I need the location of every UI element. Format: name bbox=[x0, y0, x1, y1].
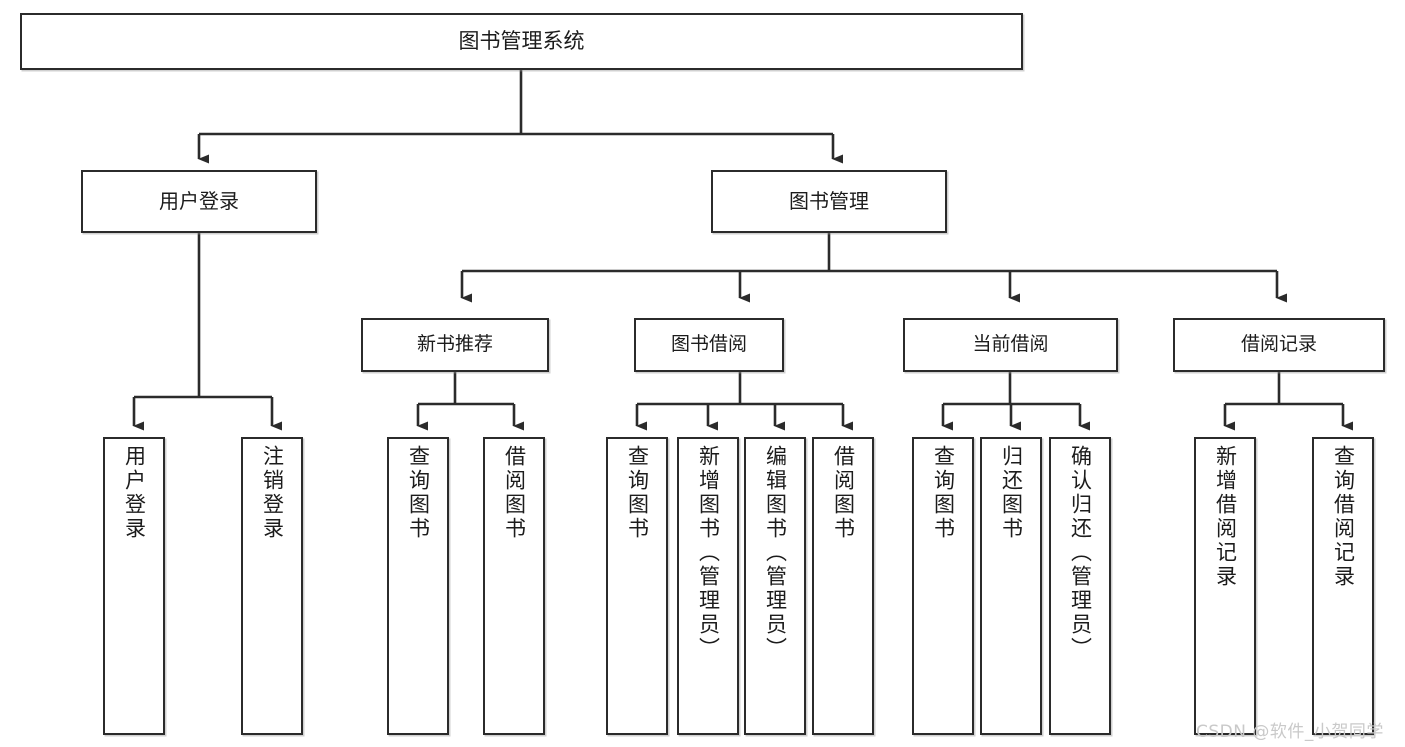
node-label: 查询图书 bbox=[406, 445, 431, 541]
node-label: 新增图书（管理员） bbox=[696, 445, 721, 661]
node-book-borrow[interactable]: 图书借阅 bbox=[634, 318, 784, 372]
node-user-login[interactable]: 用户登录 bbox=[81, 170, 317, 233]
leaf-record-add-record[interactable]: 新增借阅记录 bbox=[1194, 437, 1256, 735]
leaf-current-query-book[interactable]: 查询图书 bbox=[912, 437, 974, 735]
node-label: 图书管理系统 bbox=[458, 29, 585, 54]
node-label: 用户登录 bbox=[122, 445, 147, 541]
leaf-record-query-record[interactable]: 查询借阅记录 bbox=[1312, 437, 1374, 735]
node-label: 借阅图书 bbox=[502, 445, 527, 541]
node-borrow-record[interactable]: 借阅记录 bbox=[1173, 318, 1385, 372]
watermark: CSDN @软件_小贺同学 bbox=[1196, 722, 1384, 742]
node-label: 查询图书 bbox=[931, 445, 956, 541]
node-label: 编辑图书（管理员） bbox=[763, 445, 788, 661]
leaf-borrow-borrow-book[interactable]: 借阅图书 bbox=[812, 437, 874, 735]
node-new-book-recommend[interactable]: 新书推荐 bbox=[361, 318, 549, 372]
node-root[interactable]: 图书管理系统 bbox=[20, 13, 1023, 70]
leaf-borrow-add-book-admin[interactable]: 新增图书（管理员） bbox=[677, 437, 739, 735]
node-label: 图书借阅 bbox=[670, 333, 747, 356]
node-label: 查询图书 bbox=[625, 445, 650, 541]
leaf-current-confirm-return-admin[interactable]: 确认归还（管理员） bbox=[1049, 437, 1111, 735]
leaf-user-logout[interactable]: 注销登录 bbox=[241, 437, 303, 735]
node-label: 新增借阅记录 bbox=[1213, 445, 1238, 589]
leaf-borrow-edit-book-admin[interactable]: 编辑图书（管理员） bbox=[744, 437, 806, 735]
node-label: 注销登录 bbox=[260, 445, 285, 541]
node-label: 确认归还（管理员） bbox=[1068, 445, 1093, 661]
leaf-borrow-query-book[interactable]: 查询图书 bbox=[606, 437, 668, 735]
node-label: 查询借阅记录 bbox=[1331, 445, 1356, 589]
node-book-management[interactable]: 图书管理 bbox=[711, 170, 947, 233]
node-label: 图书管理 bbox=[789, 189, 869, 213]
node-label: 新书推荐 bbox=[416, 333, 493, 356]
leaf-recommend-borrow-book[interactable]: 借阅图书 bbox=[483, 437, 545, 735]
node-label: 用户登录 bbox=[159, 189, 239, 213]
node-label: 当前借阅 bbox=[972, 333, 1049, 356]
node-current-borrow[interactable]: 当前借阅 bbox=[903, 318, 1118, 372]
node-label: 归还图书 bbox=[999, 445, 1024, 541]
leaf-recommend-query-book[interactable]: 查询图书 bbox=[387, 437, 449, 735]
node-label: 借阅图书 bbox=[831, 445, 856, 541]
node-label: 借阅记录 bbox=[1240, 333, 1317, 356]
leaf-current-return-book[interactable]: 归还图书 bbox=[980, 437, 1042, 735]
leaf-user-login[interactable]: 用户登录 bbox=[103, 437, 165, 735]
